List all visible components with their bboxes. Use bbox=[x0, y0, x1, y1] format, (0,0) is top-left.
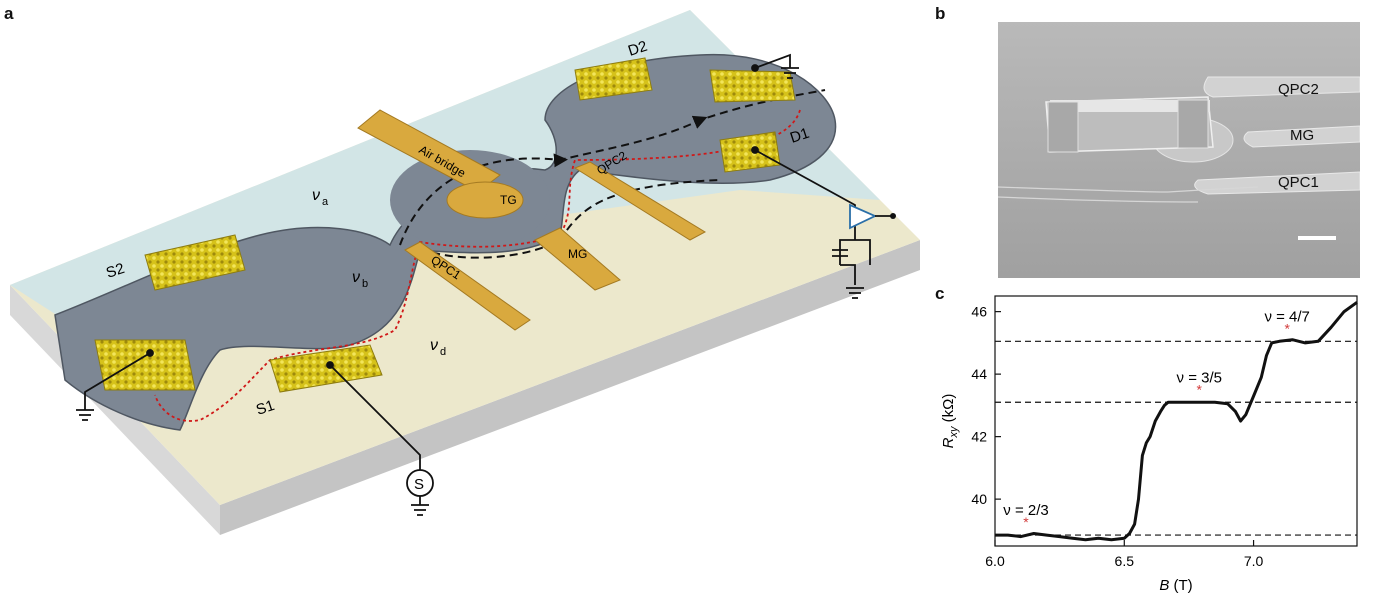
y-tick-label: 40 bbox=[971, 491, 987, 507]
top-gate bbox=[446, 181, 524, 219]
nu-d: ν d bbox=[430, 337, 446, 358]
svg-text:b: b bbox=[362, 278, 368, 290]
y-axis-label: Rxy (kΩ) bbox=[940, 394, 960, 449]
label-d1: D1 bbox=[788, 125, 812, 147]
y-tick-label: 44 bbox=[971, 366, 987, 382]
label-s2: S2 bbox=[104, 260, 127, 282]
plateau-label: ν = 3/5 bbox=[1177, 369, 1222, 386]
data-series-line bbox=[995, 301, 1358, 542]
contact-top-right bbox=[709, 69, 796, 103]
panel-label-c: c bbox=[935, 284, 945, 303]
panel-label-a: a bbox=[4, 4, 14, 23]
y-tick-label: 42 bbox=[971, 429, 987, 445]
sem-mg-finger bbox=[1243, 125, 1360, 148]
plateau-label: ν = 2/3 bbox=[1003, 502, 1048, 519]
x-tick-label: 6.5 bbox=[1115, 553, 1135, 569]
sem-edge-curve bbox=[998, 186, 1259, 203]
contact-d1 bbox=[719, 131, 781, 173]
sem-bridge-right-post bbox=[1177, 99, 1209, 149]
contact-d2 bbox=[574, 57, 653, 101]
sem-bridge-left-post bbox=[1047, 101, 1079, 153]
label-d2: D2 bbox=[626, 38, 650, 60]
contact-left bbox=[94, 339, 196, 391]
label-s1: S1 bbox=[254, 397, 277, 419]
substrate-front bbox=[220, 240, 920, 535]
svg-text:ν: ν bbox=[430, 337, 438, 354]
x-tick-label: 6.0 bbox=[985, 553, 1005, 569]
label-mg: MG bbox=[568, 247, 587, 261]
source-label: S bbox=[414, 476, 424, 493]
edge-channel-black bbox=[399, 89, 826, 246]
nu-a: ν a bbox=[312, 187, 329, 208]
source-symbol bbox=[406, 469, 434, 497]
label-tg: TG bbox=[500, 193, 517, 207]
plateau-star: * bbox=[1023, 514, 1029, 530]
contact-s2 bbox=[144, 234, 246, 291]
device-schematic: Air bridge TG QPC1 QPC2 MG S1 S2 D1 D2 ν… bbox=[10, 10, 920, 535]
plot-frame bbox=[994, 295, 1358, 547]
svg-text:d: d bbox=[440, 346, 446, 358]
y-tick-label: 46 bbox=[971, 304, 987, 320]
sem-scale-bar bbox=[1298, 236, 1336, 240]
svg-text:ν: ν bbox=[312, 187, 320, 204]
gate-qpc1 bbox=[404, 241, 531, 331]
air-bridge bbox=[357, 109, 501, 193]
panel-label-b: b bbox=[935, 4, 946, 23]
sem-bridge-top bbox=[1050, 100, 1210, 112]
sem-image: QPC2 MG QPC1 bbox=[998, 22, 1360, 278]
svg-text:ν: ν bbox=[352, 269, 360, 286]
plateau-star: * bbox=[1284, 320, 1290, 336]
sem-label-qpc2: QPC2 bbox=[1278, 81, 1319, 98]
sem-label-qpc1: QPC1 bbox=[1278, 174, 1319, 191]
nu-b: ν b bbox=[352, 269, 368, 290]
sem-qpc2-finger bbox=[1203, 76, 1360, 98]
x-tick-label: 7.0 bbox=[1244, 553, 1264, 569]
plateau-star: * bbox=[1197, 381, 1203, 397]
gate-mg bbox=[534, 227, 621, 291]
amplifier-icon bbox=[849, 203, 878, 230]
contact-s1 bbox=[269, 344, 383, 393]
gate-qpc2 bbox=[573, 161, 707, 241]
x-axis-label: B (T) bbox=[1159, 577, 1192, 594]
sem-label-mg: MG bbox=[1290, 127, 1314, 144]
plateau-label: ν = 4/7 bbox=[1264, 308, 1309, 325]
svg-text:a: a bbox=[322, 196, 329, 208]
